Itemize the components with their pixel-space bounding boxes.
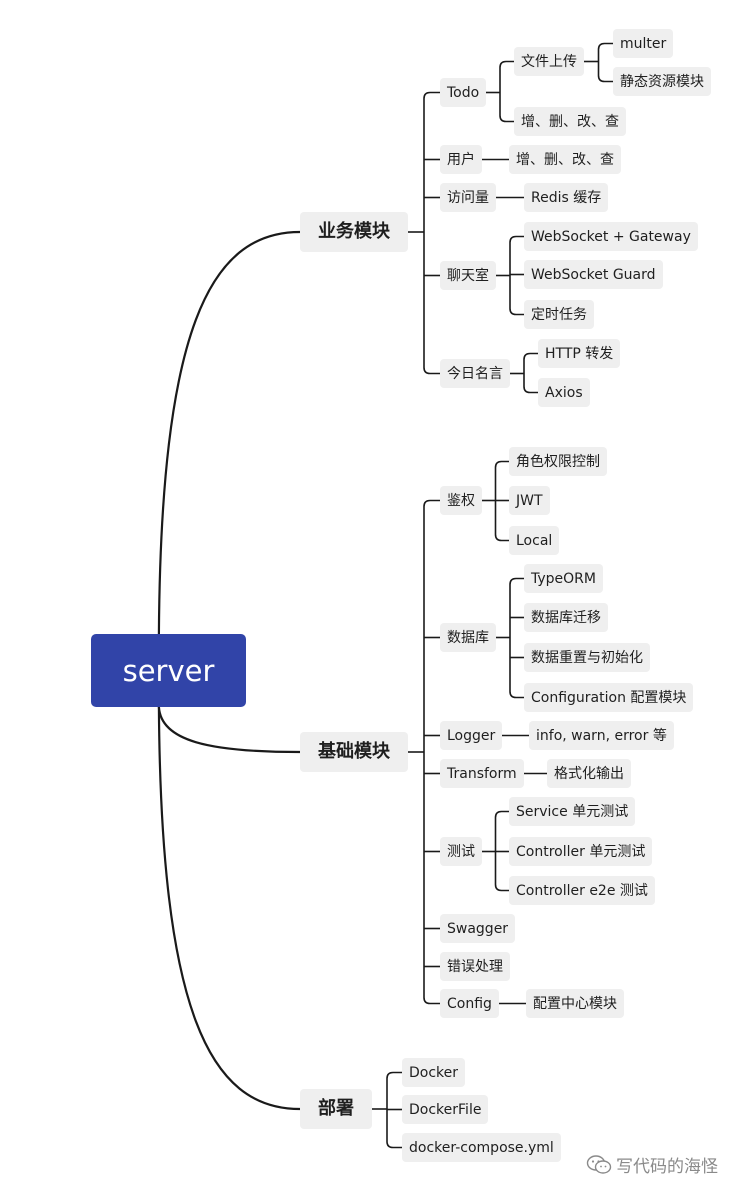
- topic-node[interactable]: Transform: [440, 759, 524, 788]
- topic-node[interactable]: WebSocket + Gateway: [524, 222, 698, 251]
- topic-node[interactable]: docker-compose.yml: [402, 1133, 561, 1162]
- topic-node[interactable]: Todo: [440, 78, 487, 107]
- connector-line: [157, 230, 301, 635]
- branch-node[interactable]: 部署: [300, 1089, 372, 1129]
- topic-node[interactable]: HTTP 转发: [538, 339, 621, 368]
- connector-line: [509, 577, 524, 585]
- connector-line: [423, 91, 440, 99]
- topic-node[interactable]: 错误处理: [440, 952, 510, 981]
- topic-node[interactable]: 数据库迁移: [524, 603, 608, 632]
- topic-node[interactable]: TypeORM: [524, 564, 603, 593]
- topic-node[interactable]: Controller e2e 测试: [509, 876, 655, 905]
- topic-node[interactable]: 文件上传: [514, 47, 584, 76]
- connector-line: [597, 42, 613, 50]
- connector-line: [509, 308, 524, 316]
- topic-node[interactable]: 聊天室: [440, 261, 496, 290]
- topic-node[interactable]: 静态资源模块: [613, 67, 711, 96]
- connector-line: [423, 367, 440, 375]
- topic-node[interactable]: Config: [440, 989, 499, 1018]
- branch-node[interactable]: 业务模块: [300, 212, 408, 252]
- topic-node[interactable]: Controller 单元测试: [509, 837, 653, 866]
- connector-line: [494, 810, 509, 818]
- topic-node[interactable]: multer: [613, 29, 674, 58]
- topic-node[interactable]: Configuration 配置模块: [524, 683, 694, 712]
- topic-node[interactable]: 数据重置与初始化: [524, 643, 650, 672]
- connector-line: [423, 997, 440, 1005]
- connector-line: [423, 499, 440, 507]
- connector-line: [494, 884, 509, 892]
- topic-node[interactable]: 角色权限控制: [509, 447, 607, 476]
- topic-node[interactable]: DockerFile: [402, 1095, 489, 1124]
- connector-line: [494, 534, 509, 542]
- connector-line: [597, 75, 613, 83]
- topic-node[interactable]: 测试: [440, 837, 482, 866]
- topic-node[interactable]: 格式化输出: [547, 759, 631, 788]
- topic-node[interactable]: Redis 缓存: [524, 183, 609, 212]
- topic-node[interactable]: JWT: [509, 486, 550, 515]
- topic-node[interactable]: 配置中心模块: [526, 989, 624, 1018]
- topic-node[interactable]: 用户: [440, 145, 482, 174]
- topic-node[interactable]: 定时任务: [524, 300, 594, 329]
- wechat-icon: [586, 1154, 612, 1176]
- connector-line: [494, 460, 509, 468]
- connector-line: [509, 691, 524, 699]
- connector-line: [386, 1071, 402, 1079]
- topic-node[interactable]: info, warn, error 等: [529, 721, 674, 750]
- topic-node[interactable]: Local: [509, 526, 560, 555]
- topic-node[interactable]: Docker: [402, 1058, 466, 1087]
- topic-node[interactable]: 今日名言: [440, 359, 510, 388]
- connector-line: [157, 706, 301, 1111]
- topic-node[interactable]: 鉴权: [440, 486, 482, 515]
- connector-line: [523, 352, 538, 360]
- connector-line: [499, 115, 514, 123]
- topic-node[interactable]: 增、删、改、查: [509, 145, 621, 174]
- topic-node[interactable]: Axios: [538, 378, 590, 407]
- connector-line: [386, 1141, 402, 1149]
- topic-node[interactable]: WebSocket Guard: [524, 260, 663, 289]
- root-node[interactable]: server: [91, 634, 246, 707]
- connector-line: [499, 60, 514, 68]
- watermark-text: 写代码的海怪: [616, 1157, 718, 1177]
- topic-node[interactable]: Logger: [440, 721, 503, 750]
- branch-node[interactable]: 基础模块: [300, 732, 408, 772]
- connector-line: [509, 235, 524, 243]
- watermark: 写代码的海怪: [586, 1152, 718, 1177]
- topic-node[interactable]: 增、删、改、查: [514, 107, 626, 136]
- topic-node[interactable]: 数据库: [440, 623, 496, 652]
- connector-line: [523, 386, 538, 394]
- topic-node[interactable]: 访问量: [440, 183, 496, 212]
- topic-node[interactable]: Swagger: [440, 914, 516, 943]
- connector-line: [157, 706, 301, 754]
- topic-node[interactable]: Service 单元测试: [509, 797, 636, 826]
